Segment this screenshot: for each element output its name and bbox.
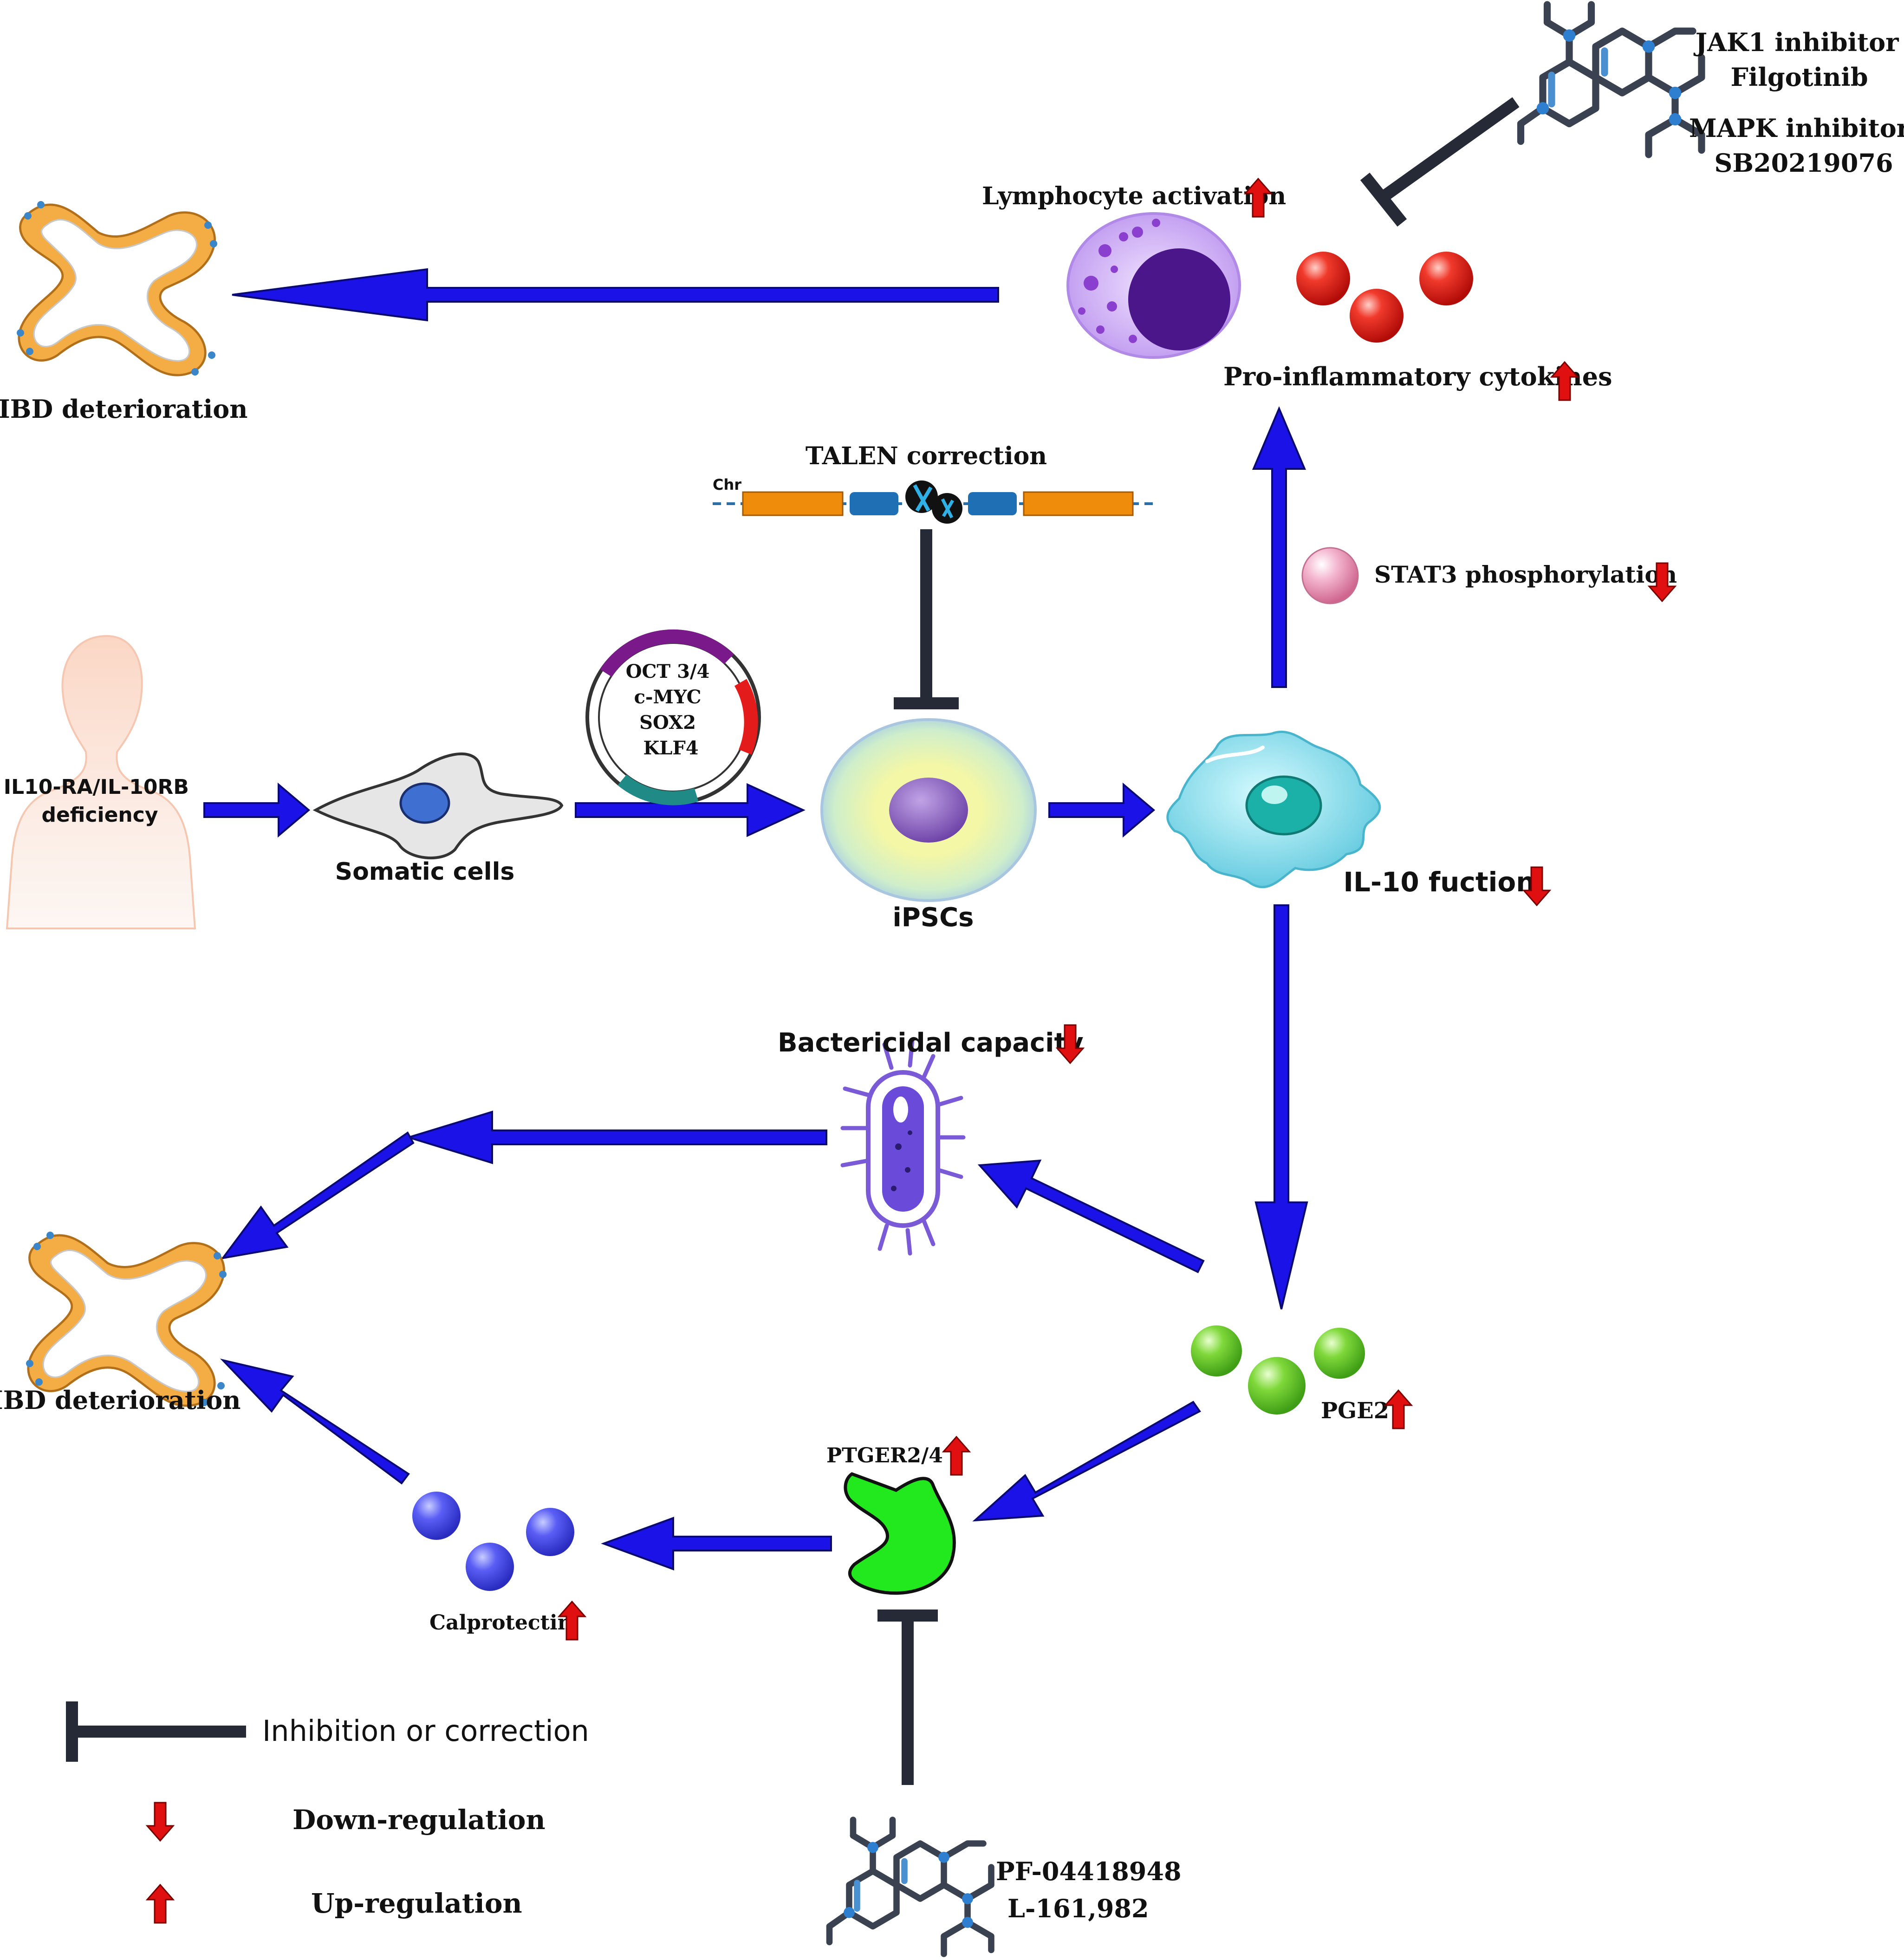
- cytokines-label: Pro-inflammatory cytokines: [1223, 362, 1612, 391]
- arrow-lymphocyte-to-ibd: [232, 268, 999, 322]
- patient-condition-label: IL10-RA/IL-10RB deficiency: [4, 775, 196, 827]
- legend-down-label: Down-regulation: [292, 1804, 546, 1836]
- ipsc-icon: [820, 718, 1037, 902]
- pge2-icon: [1191, 1325, 1365, 1415]
- legend-up-icon: [146, 1884, 174, 1924]
- mapk-inhibitor-label: MAPK inhibitor: [1689, 113, 1904, 143]
- lymphocyte-activation-label: Lymphocyte activation: [982, 182, 1286, 210]
- lymphocyte-icon: [1066, 212, 1241, 359]
- molecule-icon-top: [1521, 5, 1702, 155]
- factor-cmyc: c-MYC: [634, 686, 702, 708]
- factor-oct: OCT 3/4: [626, 661, 710, 682]
- flow-arrows: [203, 268, 1308, 1571]
- inhibit-drug-on-receptor: [877, 1610, 938, 1785]
- pge2-up-icon: [1384, 1389, 1412, 1429]
- arrow-junction-to-ibd: [221, 1131, 415, 1259]
- inhibitor-labels-bottom: PF-04418948 L-161,982: [996, 1856, 1190, 1923]
- ptger-label: PTGER2/4: [826, 1444, 943, 1467]
- reprogramming-factors: OCT 3/4 c-MYC SOX2 KLF4: [626, 661, 716, 759]
- legend-inhibition-label: Inhibition or correction: [262, 1714, 589, 1748]
- receptor-icon: [844, 1472, 956, 1595]
- ibd-deterioration-bottom-label: IBD deterioration: [0, 1385, 241, 1415]
- pge2-label: PGE2: [1321, 1398, 1389, 1424]
- l-compound-label: L-161,982: [1007, 1894, 1149, 1923]
- filgotinib-label: Filgotinib: [1731, 62, 1868, 92]
- inhibitor-labels-top: JAK1 inhibitor Filgotinib MAPK inhibitor…: [1689, 27, 1904, 178]
- gut-organoid-icon-top: [17, 201, 217, 376]
- arrow-bacterium-to-junction: [405, 1110, 827, 1164]
- legend-up-label: Up-regulation: [311, 1888, 522, 1919]
- patient-condition-line2: deficiency: [41, 803, 158, 827]
- legend-down-icon: [146, 1802, 174, 1842]
- factor-klf4: KLF4: [643, 737, 698, 759]
- sb-compound-label: SB20219076: [1714, 148, 1893, 178]
- arrow-ipsc-to-macrophage: [1048, 782, 1156, 838]
- legend: Inhibition or correction Down-regulation…: [146, 1714, 589, 1924]
- gut-organoid-icon-bottom: [26, 1232, 227, 1406]
- inhibit-talen-on-ipsc: [894, 529, 959, 709]
- human-silhouette-icon: [6, 635, 196, 929]
- plasmid-icon: [585, 629, 761, 805]
- calprotectin-label: Calprotectin: [429, 1611, 572, 1635]
- somatic-cells-label: Somatic cells: [335, 858, 515, 886]
- talen-correction-label: TALEN correction: [806, 442, 1047, 470]
- pf-compound-label: PF-04418948: [996, 1856, 1182, 1886]
- molecule-icon-bottom: [830, 1820, 992, 1954]
- cytokine-icon: [1296, 252, 1473, 343]
- calprotectin-icon: [412, 1492, 574, 1591]
- ptger-up-icon: [942, 1436, 970, 1476]
- inhibit-jak-on-cytokines: [1360, 97, 1520, 227]
- arrow-pge2-to-receptor: [972, 1401, 1201, 1522]
- arrow-patient-to-somatic: [203, 782, 311, 838]
- arrow-receptor-to-calprotectin: [601, 1517, 832, 1571]
- arrow-macrophage-to-pge2: [1254, 904, 1308, 1310]
- chromosome-label: Chr: [713, 476, 741, 493]
- arrow-somatic-to-ipsc: [575, 783, 806, 837]
- stat3-icon: [1301, 547, 1359, 604]
- legend-inhibition-symbol: [66, 1701, 246, 1762]
- inhibition-markers: [66, 97, 1520, 1785]
- chromosome-icon: [713, 480, 1156, 524]
- arrow-pge2-to-bacterium: [977, 1159, 1205, 1273]
- factor-sox2: SOX2: [639, 712, 696, 733]
- arrow-calprotectin-to-ibd: [220, 1358, 410, 1485]
- jak1-inhibitor-label: JAK1 inhibitor: [1694, 27, 1899, 57]
- ipscs-label: iPSCs: [893, 902, 974, 933]
- somatic-cell-icon: [312, 752, 564, 860]
- arrow-macrophage-to-cytokines: [1252, 406, 1306, 688]
- stat3-phosphorylation-label: STAT3 phosphorylation: [1374, 561, 1677, 588]
- il10-function-label: IL-10 fuction: [1343, 866, 1535, 898]
- patient-condition-line1: IL10-RA/IL-10RB: [4, 775, 189, 799]
- ibd-deterioration-top-label: IBD deterioration: [0, 394, 248, 424]
- macrophage-icon: [1166, 730, 1381, 889]
- bactericidal-capacity-label: Bactericidal capacity: [778, 1028, 1084, 1058]
- bacterium-icon: [840, 1038, 966, 1256]
